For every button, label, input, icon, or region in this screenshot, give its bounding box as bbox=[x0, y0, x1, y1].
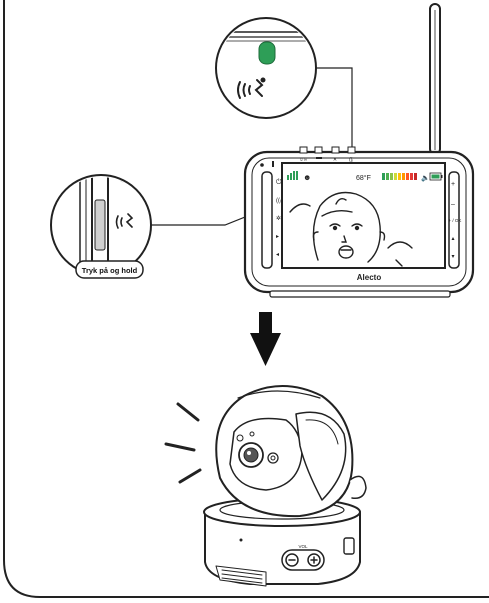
ring-sound-waves bbox=[166, 404, 200, 482]
ring-led-indicator bbox=[259, 42, 275, 64]
volume-level-bar bbox=[398, 173, 401, 180]
svg-text:☺∞: ☺∞ bbox=[299, 157, 307, 162]
brand-logo: Alecto bbox=[357, 273, 382, 282]
battery-icon bbox=[430, 173, 443, 180]
svg-text:▸: ▸ bbox=[276, 234, 279, 240]
svg-text:▾: ▾ bbox=[451, 254, 454, 260]
svg-text:+: + bbox=[451, 181, 455, 188]
volume-level-bar bbox=[414, 173, 417, 180]
leader-line-top bbox=[316, 68, 352, 152]
volume-level-bar bbox=[386, 173, 389, 180]
baby-camera-unit: VOL bbox=[166, 386, 366, 586]
volume-level-bar bbox=[410, 173, 413, 180]
ring-button-callout bbox=[210, 18, 352, 152]
svg-text:◂: ◂ bbox=[276, 252, 279, 258]
svg-text:–: – bbox=[451, 201, 455, 208]
volume-level-bar bbox=[382, 173, 385, 180]
down-arrow bbox=[250, 312, 281, 366]
svg-text:▴: ▴ bbox=[451, 236, 454, 242]
hold-button-callout: Tryk på og hold bbox=[51, 175, 255, 278]
right-side-buttons: + – + / OK ▴ ▾ bbox=[449, 172, 462, 268]
volume-level-bar bbox=[406, 173, 409, 180]
volume-level-bar bbox=[394, 173, 397, 180]
temperature-readout: 68°F bbox=[356, 174, 371, 182]
speaker-icon: 🔈 bbox=[421, 174, 430, 182]
camera-lens bbox=[239, 443, 263, 467]
vol-label: VOL bbox=[298, 544, 308, 549]
leader-line-left bbox=[151, 213, 255, 225]
hold-label-text: Tryk på og hold bbox=[82, 266, 138, 275]
volume-level-bar bbox=[402, 173, 405, 180]
svg-text:+ / OK: + / OK bbox=[449, 218, 462, 223]
svg-text:((ᵢ: ((ᵢ bbox=[276, 198, 281, 204]
svg-text:✲: ✲ bbox=[276, 215, 281, 222]
volume-level-bar bbox=[390, 173, 393, 180]
volume-level-bars bbox=[382, 173, 417, 180]
camera-icon: ☻ bbox=[303, 173, 311, 182]
